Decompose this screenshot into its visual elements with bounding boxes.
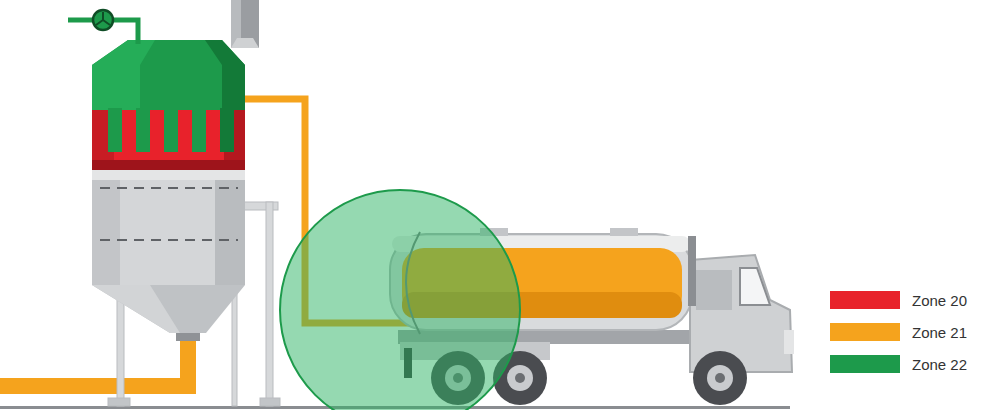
zone-circle-part (280, 190, 520, 410)
outlet-pipe (0, 338, 196, 394)
silo-part (92, 160, 245, 170)
vent-pipe (68, 10, 138, 44)
vent-pipe-part (96, 12, 110, 25)
silo-part (231, 38, 259, 48)
silo-part (92, 285, 245, 333)
tanker-truck-part-part (707, 365, 733, 391)
silo-part (100, 239, 238, 241)
tanker-truck-part (740, 268, 770, 305)
legend: Zone 20 Zone 21 Zone 22 (830, 284, 967, 380)
support-frame-part (108, 398, 130, 406)
tanker-truck-part-part (693, 351, 747, 405)
tanker-truck-part-part (715, 373, 725, 383)
legend-text: Zone 21 (912, 324, 967, 341)
silo-part (92, 40, 245, 110)
legend-text: Zone 22 (912, 356, 967, 373)
legend-text: Zone 20 (912, 292, 967, 309)
support-frame-part (266, 202, 273, 406)
tanker-truck-part (690, 255, 792, 372)
silo-part (92, 170, 245, 285)
outlet-pipe-part (0, 378, 196, 394)
legend-row: Zone 20 (830, 284, 967, 316)
silo-part (205, 40, 245, 110)
legend-row: Zone 21 (830, 316, 967, 348)
zone-circle (280, 190, 520, 410)
silo-part (164, 108, 178, 152)
support-frame-part (260, 398, 280, 406)
legend-swatch (830, 355, 900, 373)
tanker-truck-part (784, 330, 794, 354)
legend-swatch (830, 291, 900, 309)
tanker-truck-part (688, 236, 696, 306)
silo-part (92, 170, 245, 180)
tanker-truck-part (610, 228, 638, 236)
silo-part (108, 108, 122, 152)
silo-part (136, 108, 150, 152)
tanker-truck-part (696, 270, 732, 310)
vent-pipe-part (93, 10, 113, 30)
silo-part (231, 0, 259, 48)
silo-part (92, 40, 155, 110)
silo-part (92, 285, 180, 333)
tanker-truck-part-part (515, 373, 525, 383)
silo-part (192, 108, 206, 152)
tanker-truck-part-part (507, 365, 533, 391)
silo (92, 0, 259, 341)
legend-row: Zone 22 (830, 348, 967, 380)
silo-part (100, 187, 238, 189)
silo-part (176, 333, 200, 341)
silo-part (220, 108, 234, 152)
legend-swatch (830, 323, 900, 341)
